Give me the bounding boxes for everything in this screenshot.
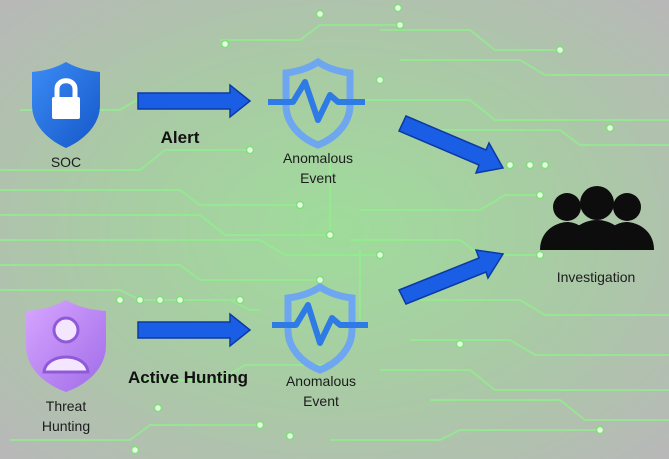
active-hunting-arrow — [137, 312, 252, 348]
anomalous-event-bottom-label: Anomalous Event — [285, 373, 357, 409]
active-hunting-edge-label: Active Hunting — [128, 368, 248, 387]
anomalous-event-bottom-pulse-shield-icon — [272, 282, 368, 374]
threat-hunting-label: Threat Hunting — [41, 398, 91, 434]
alert-edge-label: Alert — [160, 128, 200, 147]
soc-lock-shield-icon — [32, 62, 100, 148]
investigation-label: Investigation — [556, 269, 636, 285]
circuit-pattern — [0, 24, 669, 441]
top-to-investigation-arrow — [397, 115, 505, 174]
anomalous-event-top-pulse-shield-icon — [268, 57, 365, 149]
soc-label: SOC — [50, 154, 82, 170]
investigation-group-icon — [540, 186, 654, 250]
arrows — [137, 83, 505, 348]
anomalous-event-top-label: Anomalous Event — [282, 150, 354, 186]
alert-arrow — [137, 83, 252, 119]
bottom-to-investigation-arrow — [397, 249, 505, 305]
circuit-nodes — [115, 3, 615, 455]
threat-hunting-user-shield-icon — [26, 300, 106, 392]
